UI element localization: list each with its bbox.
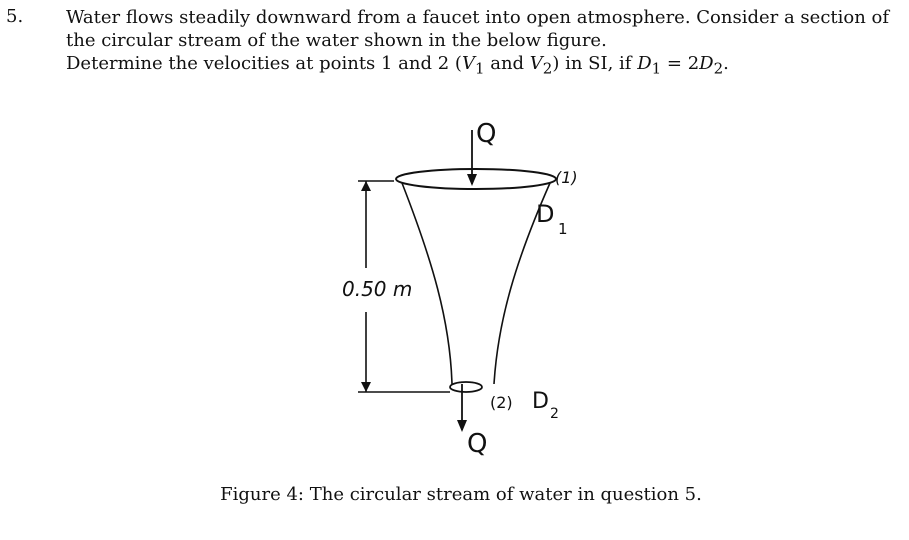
- d1-subscript: 1: [651, 59, 662, 78]
- flow-label-bottom: Q: [467, 429, 487, 459]
- d2-subscript: 2: [713, 59, 724, 78]
- dimension-arrow-up: [361, 181, 371, 191]
- section-1-label: (1): [555, 168, 578, 187]
- question-number: 5.: [6, 6, 24, 27]
- section-2-label: (2): [490, 393, 513, 412]
- d2-symbol: D: [699, 53, 714, 74]
- stream-figure: Q Q (1) D 1 (2) D 2 0.50 m: [300, 100, 620, 470]
- d2-label: D: [532, 389, 549, 414]
- flow-arrow-bottom-head: [457, 420, 467, 432]
- stream-right-wall: [493, 182, 551, 385]
- figure-caption: Figure 4: The circular stream of water i…: [220, 484, 702, 505]
- flow-arrow-top-head: [467, 174, 477, 186]
- v1-subscript: 1: [474, 59, 485, 78]
- question-text: Water flows steadily downward from a fau…: [66, 6, 896, 81]
- question-line-3-middle: ) in SI, if: [552, 53, 638, 74]
- v2-subscript: 2: [542, 59, 553, 78]
- question-and: and: [484, 53, 530, 74]
- height-label: 0.50 m: [342, 277, 412, 301]
- question-line-3-start: Determine the velocities at points 1 and…: [66, 53, 462, 74]
- d1-label-subscript: 1: [558, 220, 568, 238]
- section-2-ellipse: [449, 381, 483, 393]
- d1-symbol: D: [637, 53, 652, 74]
- stream-left-wall: [401, 182, 453, 385]
- d1-label: D: [536, 200, 554, 228]
- stream-diagram: Q Q (1) D 1 (2) D 2 0.50 m: [342, 119, 578, 459]
- question-line-2: the circular stream of the water shown i…: [66, 30, 607, 51]
- question-line-1: Water flows steadily downward from a fau…: [66, 7, 890, 28]
- question-line-3: Determine the velocities at points 1 and…: [66, 52, 896, 81]
- flow-label-top: Q: [476, 119, 496, 149]
- v1-symbol: V: [461, 53, 475, 74]
- v2-symbol: V: [529, 53, 543, 74]
- question-period: .: [723, 53, 729, 74]
- d2-label-subscript: 2: [550, 406, 559, 422]
- equals-two: = 2: [661, 53, 700, 74]
- section-1-ellipse: [395, 168, 557, 190]
- dimension-arrow-down: [361, 382, 371, 392]
